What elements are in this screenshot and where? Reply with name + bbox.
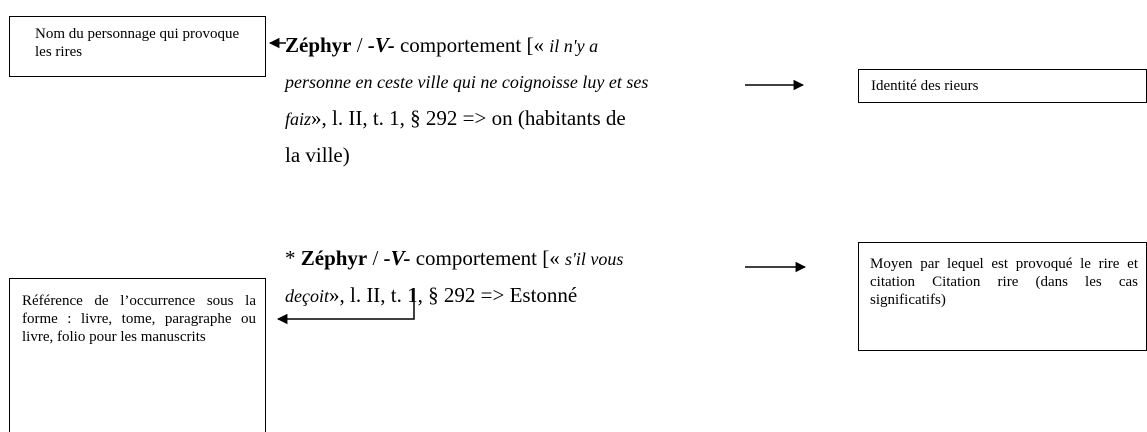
entry1-tag: -V-: [367, 33, 395, 57]
example-entry-2: * Zéphyr / -V- comportement [« s'il vous…: [285, 240, 773, 314]
entry2-quote-line1: s'il vous: [565, 249, 624, 269]
entry2-star: *: [285, 246, 301, 270]
entry1-tail: la ville): [285, 143, 350, 167]
label-box-reference: Référence de l’occurrence sous la forme …: [9, 278, 266, 432]
entry1-character-name: Zéphyr: [285, 33, 352, 57]
example-entry-1: Zéphyr / -V- comportement [« il n'y a pe…: [285, 27, 773, 173]
entry1-separator: /: [351, 33, 368, 57]
entry2-quote-line2: deçoit: [285, 286, 329, 306]
label-rieurs-text: Identité des rieurs: [871, 78, 979, 94]
label-box-personnage: Nom du personnage qui provoque les rires: [9, 16, 266, 77]
entry2-tag: -V-: [383, 246, 411, 270]
label-personnage-text: Nom du personnage qui provoque les rires: [35, 26, 240, 60]
entry1-reference: », l. II, t. 1, § 292 => on (habitants d…: [311, 106, 626, 130]
entry2-reference: », l. II, t. 1, § 292 => Estonné: [328, 283, 578, 307]
label-box-moyen: Moyen par lequel est provoqué le rire et…: [858, 242, 1147, 351]
entry1-word: comportement [«: [394, 33, 550, 57]
entry2-separator: /: [367, 246, 384, 270]
entry2-character-name: Zéphyr: [300, 246, 368, 270]
arrow-to-reference: [276, 288, 415, 325]
entry2-word: comportement [«: [410, 246, 565, 270]
entry1-quote-line3: faiz: [285, 109, 312, 129]
entry1-quote-line1: il n'y a: [549, 36, 599, 56]
entry1-quote-line2: personne en ceste ville qui ne coignoiss…: [285, 72, 649, 92]
label-moyen-text: Moyen par lequel est provoqué le rire et…: [870, 256, 1138, 308]
label-reference-text: Référence de l’occurrence sous la forme …: [22, 293, 256, 345]
